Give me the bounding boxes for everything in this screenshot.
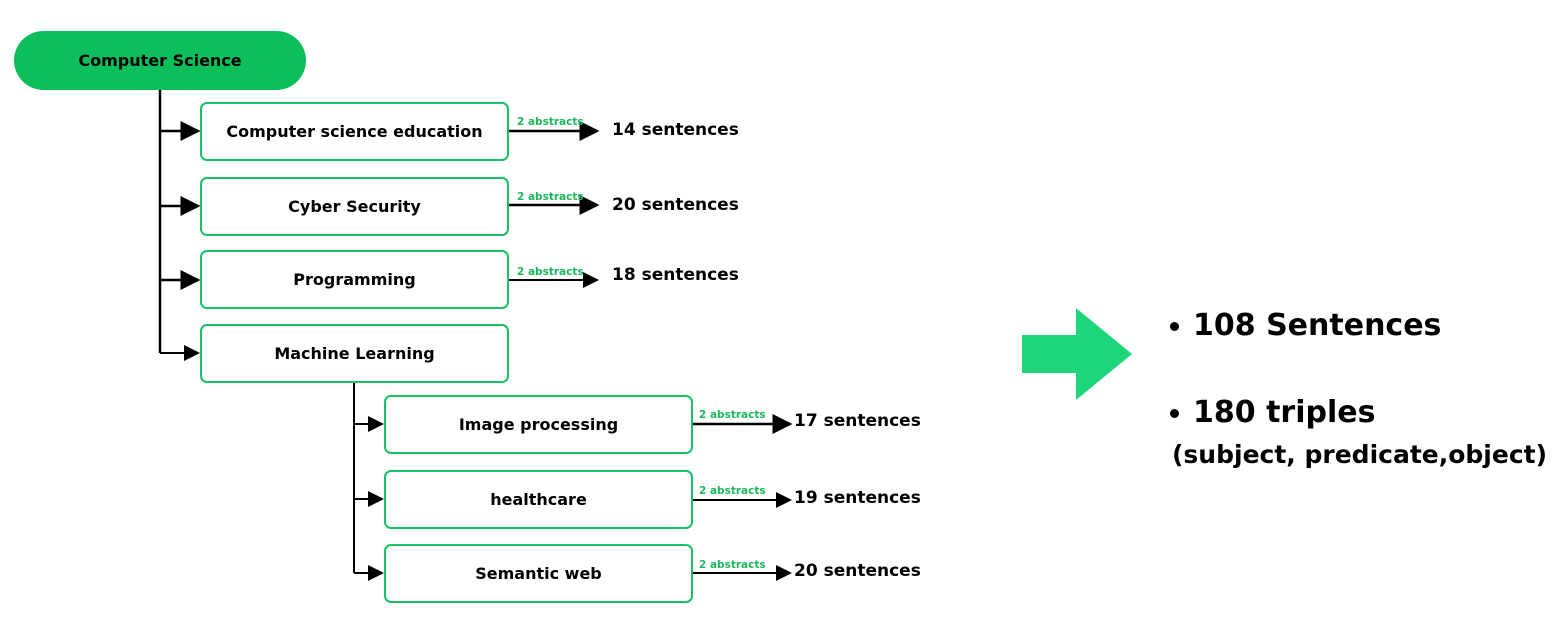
bullet-icon (1170, 322, 1179, 331)
sentence-count: 17 sentences (794, 411, 921, 431)
sentence-count: 14 sentences (612, 120, 739, 140)
sentence-count: 20 sentences (612, 195, 739, 215)
abstracts-label: 2 abstracts (699, 559, 766, 571)
node-label: Computer science education (226, 122, 483, 141)
sentence-count: 20 sentences (794, 561, 921, 581)
abstracts-label: 2 abstracts (517, 266, 584, 278)
bullet-icon (1170, 409, 1179, 418)
triple-format: (subject, predicate,object) (1172, 440, 1548, 469)
node-label: Machine Learning (274, 344, 435, 363)
node-healthcare: healthcare (384, 470, 693, 529)
node-image-processing: Image processing (384, 395, 693, 454)
summary-triples: 180 triples (1170, 395, 1375, 430)
node-label: Cyber Security (288, 197, 421, 216)
node-cyber-security: Cyber Security (200, 177, 509, 236)
node-label: Semantic web (475, 564, 602, 583)
node-programming: Programming (200, 250, 509, 309)
node-computer-science-education: Computer science education (200, 102, 509, 161)
node-label: Image processing (458, 415, 619, 434)
abstracts-label: 2 abstracts (699, 409, 766, 421)
node-semantic-web: Semantic web (384, 544, 693, 603)
summary-sentences: 108 Sentences (1170, 308, 1441, 343)
sentence-count: 19 sentences (794, 488, 921, 508)
right-arrow-icon (1022, 308, 1132, 400)
node-machine-learning: Machine Learning (200, 324, 509, 383)
summary-sentences-text: 108 Sentences (1193, 308, 1442, 343)
node-label: healthcare (490, 490, 587, 509)
abstracts-label: 2 abstracts (517, 191, 584, 203)
node-label: Programming (293, 270, 416, 289)
summary-triples-text: 180 triples (1193, 395, 1376, 430)
sentence-count: 18 sentences (612, 265, 739, 285)
root-node-computer-science: Computer Science (14, 31, 306, 90)
abstracts-label: 2 abstracts (699, 485, 766, 497)
abstracts-label: 2 abstracts (517, 116, 584, 128)
